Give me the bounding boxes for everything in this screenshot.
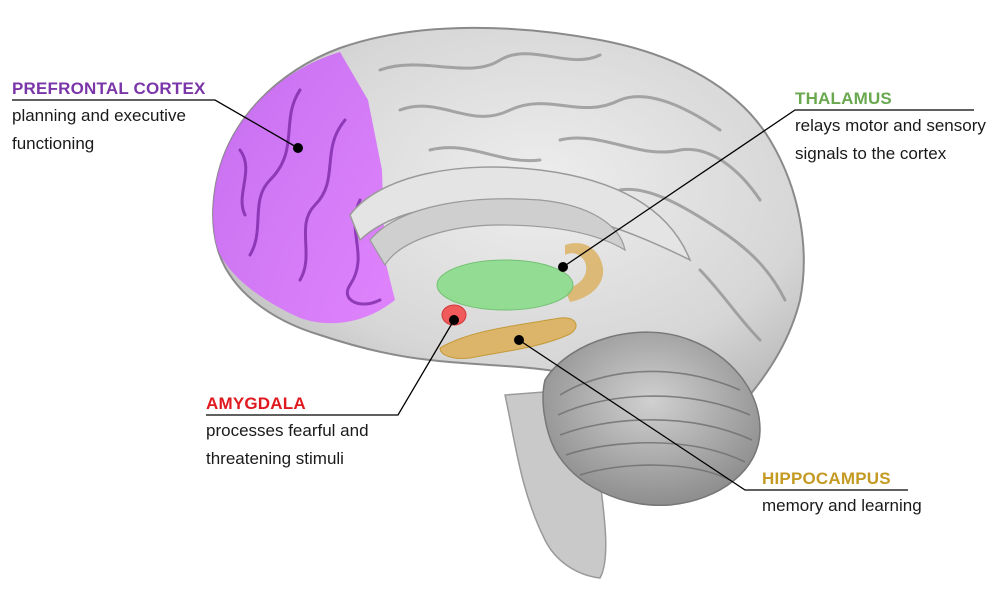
hippocampus-arc (565, 242, 604, 302)
thalamus-callout-dot (558, 262, 568, 272)
hippocampus-description: memory and learning (762, 496, 922, 515)
prefrontal-callout-line (12, 99, 299, 149)
prefrontal-cortex-label: PREFRONTAL CORTEX planning and executive… (12, 78, 242, 158)
amygdala-title: AMYGDALA (206, 394, 306, 413)
thalamus-region (436, 259, 574, 311)
prefrontal-cortex-region (213, 52, 395, 324)
fornix (369, 198, 626, 267)
cerebellum (542, 331, 761, 506)
cerebellum-folds (557, 370, 753, 481)
thalamus-title: THALAMUS (795, 89, 892, 108)
thalamus-label: THALAMUS relays motor and sensory signal… (795, 88, 990, 168)
amygdala-label: AMYGDALA processes fearful and threateni… (206, 393, 406, 473)
thalamus-callout-line (562, 109, 974, 268)
hippocampus-callout-dot (514, 335, 524, 345)
hippocampus-label: HIPPOCAMPUS memory and learning (762, 468, 982, 520)
cortex-folds (378, 52, 787, 342)
prefrontal-cortex-description: planning and executive functioning (12, 106, 186, 153)
callout-dots (293, 143, 568, 345)
prefrontal-callout-dot (293, 143, 303, 153)
amygdala-callout-line (206, 319, 455, 416)
thalamus-description: relays motor and sensory signals to the … (795, 116, 986, 163)
amygdala-callout-dot (449, 315, 459, 325)
hippocampus-region (439, 317, 577, 359)
amygdala-description: processes fearful and threatening stimul… (206, 421, 369, 468)
hippocampus-callout-line (518, 339, 908, 491)
hippocampus-title: HIPPOCAMPUS (762, 469, 891, 488)
callout-lines (12, 99, 974, 491)
prefrontal-cortex-title: PREFRONTAL CORTEX (12, 79, 206, 98)
